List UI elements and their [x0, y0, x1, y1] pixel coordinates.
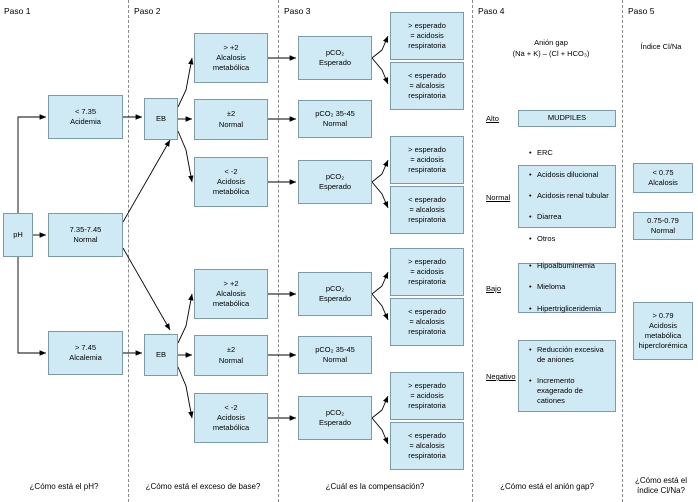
- step-header-4: Paso 4: [478, 6, 505, 16]
- node-pco2-bottom-esperado-1[interactable]: pCO₂ Esperado: [298, 272, 372, 316]
- node-eb-bottom-alcalosis[interactable]: > +2 Alcalosis metabólica: [194, 269, 268, 319]
- list-item: Mieloma: [529, 282, 601, 292]
- node-eb-top-normal[interactable]: ±2 Normal: [194, 99, 268, 140]
- list-item: Hipertrigliceridemia: [529, 304, 601, 314]
- anion-gap-label-negativo: Negativo: [486, 372, 516, 381]
- node-ph-alcalemia[interactable]: > 7.45 Alcalemia: [48, 331, 123, 375]
- step-header-1: Paso 1: [4, 6, 31, 16]
- divider-2: [278, 0, 279, 502]
- divider-3: [472, 0, 473, 502]
- node-anion-gap-normal[interactable]: ERC Acidosis dilucional Acidosis renal t…: [518, 148, 616, 243]
- list-item: ERC: [529, 148, 609, 158]
- node-anion-gap-alto[interactable]: MUDPILES: [518, 110, 616, 127]
- divider-1: [128, 0, 129, 502]
- step-header-3: Paso 3: [284, 6, 311, 16]
- list-item: Incremento exagerado de cationes: [529, 376, 611, 405]
- node-outcome-6[interactable]: < esperado = alcalosis respiratoria: [390, 298, 464, 346]
- node-outcome-4[interactable]: < esperado = alcalosis respiratoria: [390, 186, 464, 234]
- step-header-2: Paso 2: [134, 6, 161, 16]
- anion-gap-label-bajo: Bajo: [486, 284, 502, 293]
- node-outcome-5[interactable]: > esperado = acidosis respiratoria: [390, 248, 464, 296]
- caption-step-5: ¿Cómo está el índice Cl/Na?: [634, 476, 688, 496]
- node-eb-bottom[interactable]: EB: [144, 334, 178, 376]
- node-pco2-top-normal[interactable]: pCO₂ 35-45 Normal: [298, 100, 372, 138]
- list-item: Otros: [529, 234, 609, 244]
- divider-4: [622, 0, 623, 502]
- node-ph-acidemia[interactable]: < 7.35 Acidemia: [48, 95, 123, 139]
- caption-step-3: ¿Cuál es la compensación?: [325, 482, 425, 491]
- node-index-acidosis[interactable]: > 0.79 Acidosis metabólica hiperclorémic…: [633, 302, 693, 360]
- step-header-5: Paso 5: [628, 6, 655, 16]
- node-eb-bottom-normal[interactable]: ±2 Normal: [194, 335, 268, 376]
- node-outcome-8[interactable]: < esperado = alcalosis respiratoria: [390, 422, 464, 470]
- list-item: Hipoalbuminemia: [529, 261, 601, 271]
- caption-step-2: ¿Cómo está el exceso de base?: [145, 482, 261, 491]
- node-anion-gap-bajo[interactable]: Hipoalbuminemia Mieloma Hipertriglicerid…: [518, 261, 616, 313]
- node-index-alcalosis[interactable]: < 0.75 Alcalosis: [633, 163, 693, 193]
- anion-gap-bajo-list: Hipoalbuminemia Mieloma Hipertriglicerid…: [527, 251, 601, 325]
- list-item: Acidosis dilucional: [529, 170, 609, 180]
- node-outcome-7[interactable]: > esperado = acidosis respiratoria: [390, 372, 464, 420]
- node-anion-gap-negativo[interactable]: Reducción excesiva de aniones Incremento…: [518, 340, 616, 412]
- anion-gap-normal-list: ERC Acidosis dilucional Acidosis renal t…: [527, 138, 609, 255]
- node-eb-top[interactable]: EB: [144, 98, 178, 140]
- node-pco2-bottom-normal[interactable]: pCO₂ 35-45 Normal: [298, 336, 372, 374]
- node-pco2-bottom-esperado-2[interactable]: pCO₂ Esperado: [298, 396, 372, 440]
- node-eb-top-alcalosis[interactable]: > +2 Alcalosis metabólica: [194, 33, 268, 83]
- caption-step-1: ¿Cómo está el pH?: [29, 482, 99, 491]
- caption-step-4: ¿Cómo está el anión gap?: [500, 482, 594, 491]
- list-item: Acidosis renal tubular: [529, 191, 609, 201]
- indice-cl-na-title: Índice Cl/Na: [640, 42, 682, 51]
- node-ph-normal[interactable]: 7.35-7.45 Normal: [48, 213, 123, 257]
- list-item: Diarrea: [529, 212, 609, 222]
- node-eb-bottom-acidosis[interactable]: < -2 Acidosis metabólica: [194, 393, 268, 443]
- node-pco2-top-esperado-1[interactable]: pCO₂ Esperado: [298, 36, 372, 80]
- anion-gap-formula: Anión gap (Na + K) – (Cl + HCO₃): [512, 38, 590, 58]
- anion-gap-label-normal: Normal: [486, 193, 511, 202]
- node-pco2-top-esperado-2[interactable]: pCO₂ Esperado: [298, 160, 372, 204]
- node-index-normal[interactable]: 0.75-0.79 Normal: [633, 212, 693, 240]
- node-eb-top-acidosis[interactable]: < -2 Acidosis metabólica: [194, 157, 268, 207]
- node-outcome-1[interactable]: > esperado = acidosis respiratoria: [390, 12, 464, 60]
- node-outcome-3[interactable]: > esperado = acidosis respiratoria: [390, 136, 464, 184]
- anion-gap-label-alto: Alto: [486, 114, 499, 123]
- list-item: Reducción excesiva de aniones: [529, 345, 611, 365]
- node-outcome-2[interactable]: < esperado = alcalosis respiratoria: [390, 62, 464, 110]
- node-ph-root[interactable]: pH: [3, 213, 33, 257]
- anion-gap-negativo-list: Reducción excesiva de aniones Incremento…: [527, 335, 611, 417]
